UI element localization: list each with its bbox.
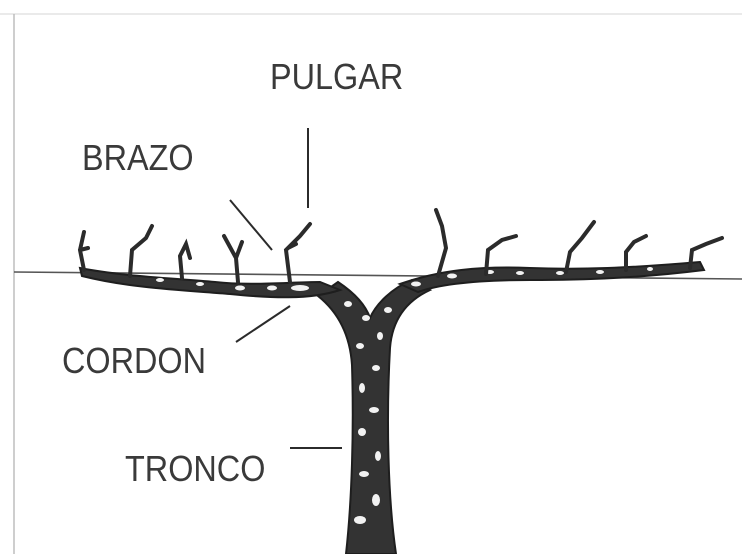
spur-8 bbox=[566, 222, 594, 272]
pulgar-label: PULGAR bbox=[270, 56, 403, 98]
spur-1 bbox=[80, 232, 88, 270]
brazo-pointer-line bbox=[230, 200, 272, 250]
spurs bbox=[80, 210, 722, 282]
cordon-right-shape bbox=[400, 262, 704, 292]
cordon-label: CORDON bbox=[62, 340, 206, 382]
spur-5 bbox=[286, 224, 310, 282]
cordon-pointer-line bbox=[236, 306, 290, 342]
brazo-label: BRAZO bbox=[82, 137, 194, 179]
spur-6 bbox=[436, 210, 446, 276]
spur-4 bbox=[224, 236, 242, 282]
tronco-label: TRONCO bbox=[125, 448, 265, 490]
spur-9 bbox=[626, 236, 646, 270]
spur-2 bbox=[130, 226, 152, 276]
trunk-shape bbox=[318, 280, 430, 554]
